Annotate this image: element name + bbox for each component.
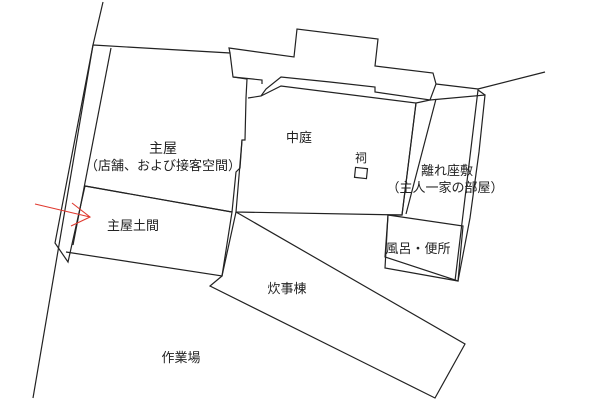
omoya-doma-outline <box>65 185 233 277</box>
entrance-arrow-icon <box>34 202 92 227</box>
suiji-label: 炊事棟 <box>267 282 307 297</box>
hanare-label: 離れ座敷 <box>420 164 474 179</box>
kitchen-building-outline <box>208 211 466 399</box>
omoya-label: 主屋 <box>149 141 177 157</box>
omoya-description: （店舗、および接客空間） <box>84 159 242 174</box>
hanare-building-outline <box>384 94 486 282</box>
corridor-outline <box>228 28 437 101</box>
right-boundary-line <box>454 88 486 282</box>
omoya-inner-wall-left <box>72 47 112 246</box>
hokora-shrine-box <box>353 166 369 180</box>
hokora-label: 祠 <box>354 151 368 165</box>
hanare-inner-wall <box>405 98 437 215</box>
bath-toilet-outline <box>384 214 464 282</box>
hanare-description: （主人一家の部屋） <box>386 181 504 196</box>
nakaniwa-label: 中庭 <box>285 131 313 146</box>
omoya-doma-label: 主屋土間 <box>106 219 160 234</box>
sagyoba-label: 作業場 <box>161 351 201 366</box>
top-right-boundary-line <box>435 71 546 90</box>
left-boundary-line <box>32 1 104 399</box>
corridor-inner-line <box>232 76 263 84</box>
bath-toilet-label: 風呂・便所 <box>385 242 451 257</box>
